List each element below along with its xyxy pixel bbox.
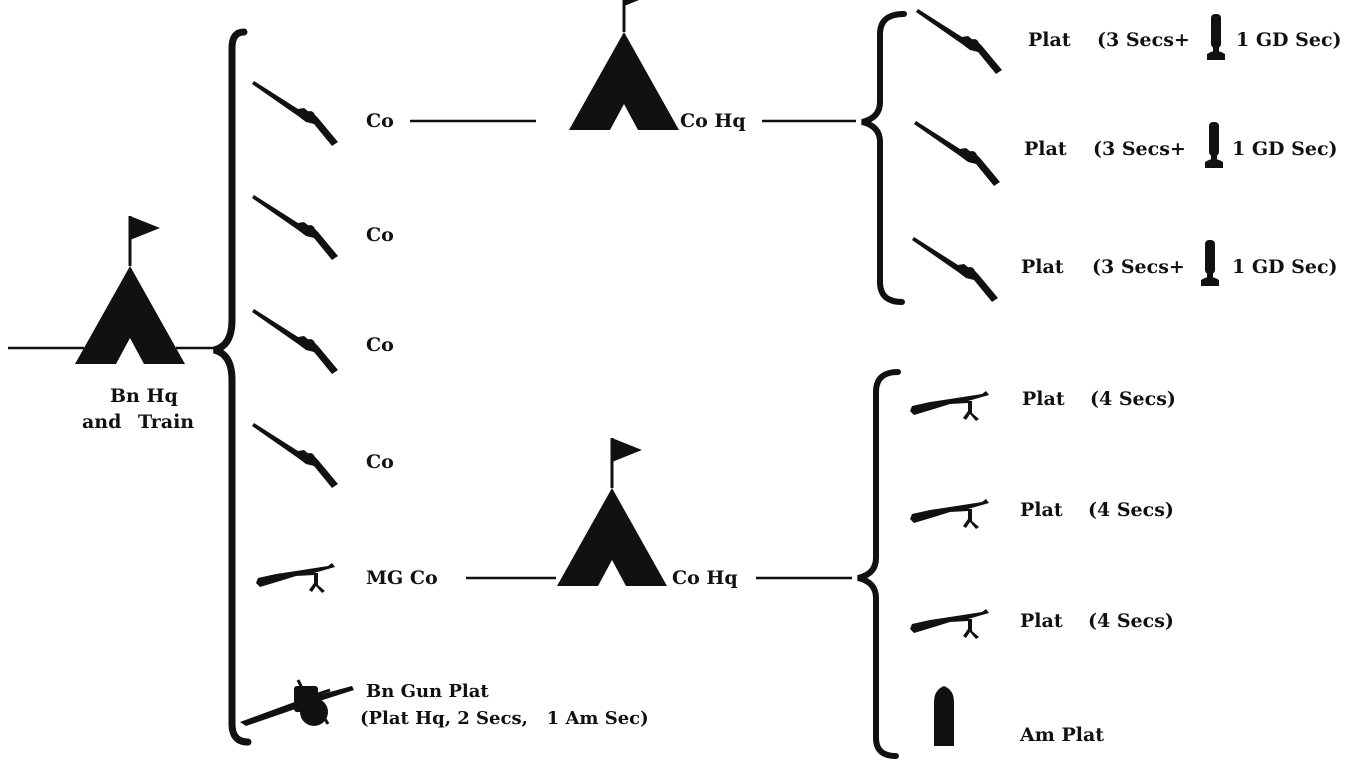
rifle-company-row: Co (252, 81, 394, 146)
rifle-icon (252, 195, 338, 260)
platoon-detail: (4 Secs) (1088, 610, 1174, 632)
bn-train-label: Train (138, 411, 194, 433)
rifle-icon (916, 9, 1002, 74)
machine-gun-icon (910, 391, 989, 421)
platoon-label: Plat (1020, 499, 1063, 521)
gun-platoon-sublabel: (Plat Hq, 2 Secs, 1 Am Sec) (360, 708, 649, 729)
rifle-company-hq-node: Co Hq (410, 0, 856, 132)
mg-company-brace (857, 369, 901, 759)
machine-gun-icon (910, 609, 989, 639)
mg-co-hq-label: Co Hq (672, 567, 738, 589)
platoon-label: Plat (1024, 138, 1067, 160)
grenade-discharger-icon (1205, 122, 1223, 168)
platoon-label: Plat (1021, 256, 1064, 278)
mg-platoon-row: Plat (4 Secs) (910, 609, 1174, 639)
bn-hq-node: Bn Hq and Train (8, 214, 214, 433)
company-label: Co (366, 224, 394, 246)
mg-company-hq-node: Co Hq (466, 436, 852, 589)
platoon-detail: (3 Secs+ (1093, 138, 1186, 160)
rifle-platoon-row: Plat (3 Secs+ 1 GD Sec) (916, 9, 1342, 74)
platoon-detail: 1 GD Sec) (1232, 256, 1338, 278)
rifle-company-brace (861, 11, 907, 305)
machine-gun-icon (256, 563, 335, 593)
tent-icon (555, 436, 669, 588)
grenade-discharger-icon (1207, 14, 1225, 60)
platoon-detail: 1 GD Sec) (1236, 29, 1342, 51)
tent-icon (567, 0, 681, 132)
rifle-company-row: Co (252, 423, 394, 488)
tent-icon (73, 214, 187, 366)
rifle-co-hq-label: Co Hq (680, 110, 746, 132)
company-label: Co (366, 451, 394, 473)
platoon-label: Plat (1022, 388, 1065, 410)
company-label: Co (366, 110, 394, 132)
rifle-icon (252, 309, 338, 374)
mg-platoon-row: Plat (4 Secs) (910, 388, 1176, 421)
mg-company-row: MG Co (256, 563, 438, 593)
rifle-icon (252, 423, 338, 488)
rifle-icon (912, 237, 998, 302)
platoon-detail: (4 Secs) (1090, 388, 1176, 410)
platoon-detail: (3 Secs+ (1092, 256, 1185, 278)
ammo-platoon-row: Am Plat (934, 686, 1104, 746)
ammunition-shell-icon (934, 686, 954, 746)
bn-hq-and-label: and (82, 411, 121, 433)
machine-gun-icon (910, 499, 989, 529)
battalion-brace (212, 28, 252, 746)
platoon-detail: (4 Secs) (1088, 499, 1174, 521)
bn-hq-label: Bn Hq (110, 385, 178, 407)
gun-platoon-label: Bn Gun Plat (366, 681, 489, 702)
grenade-discharger-icon (1201, 240, 1219, 286)
rifle-platoon-row: Plat (3 Secs+ 1 GD Sec) (912, 237, 1338, 302)
gun-platoon-row: Bn Gun Plat (Plat Hq, 2 Secs, 1 Am Sec) (240, 679, 649, 729)
company-label: Co (366, 334, 394, 356)
rifle-company-row: Co (252, 195, 394, 260)
mg-company-label: MG Co (366, 567, 438, 589)
ammo-platoon-label: Am Plat (1019, 724, 1104, 746)
rifle-icon (914, 121, 1000, 186)
rifle-company-row: Co (252, 309, 394, 374)
rifle-platoon-row: Plat (3 Secs+ 1 GD Sec) (914, 121, 1338, 186)
platoon-label: Plat (1028, 29, 1071, 51)
field-gun-icon (240, 679, 354, 726)
platoon-label: Plat (1020, 610, 1063, 632)
platoon-detail: (3 Secs+ (1097, 29, 1190, 51)
platoon-detail: 1 GD Sec) (1232, 138, 1338, 160)
mg-platoon-row: Plat (4 Secs) (910, 499, 1174, 529)
rifle-icon (252, 81, 338, 146)
